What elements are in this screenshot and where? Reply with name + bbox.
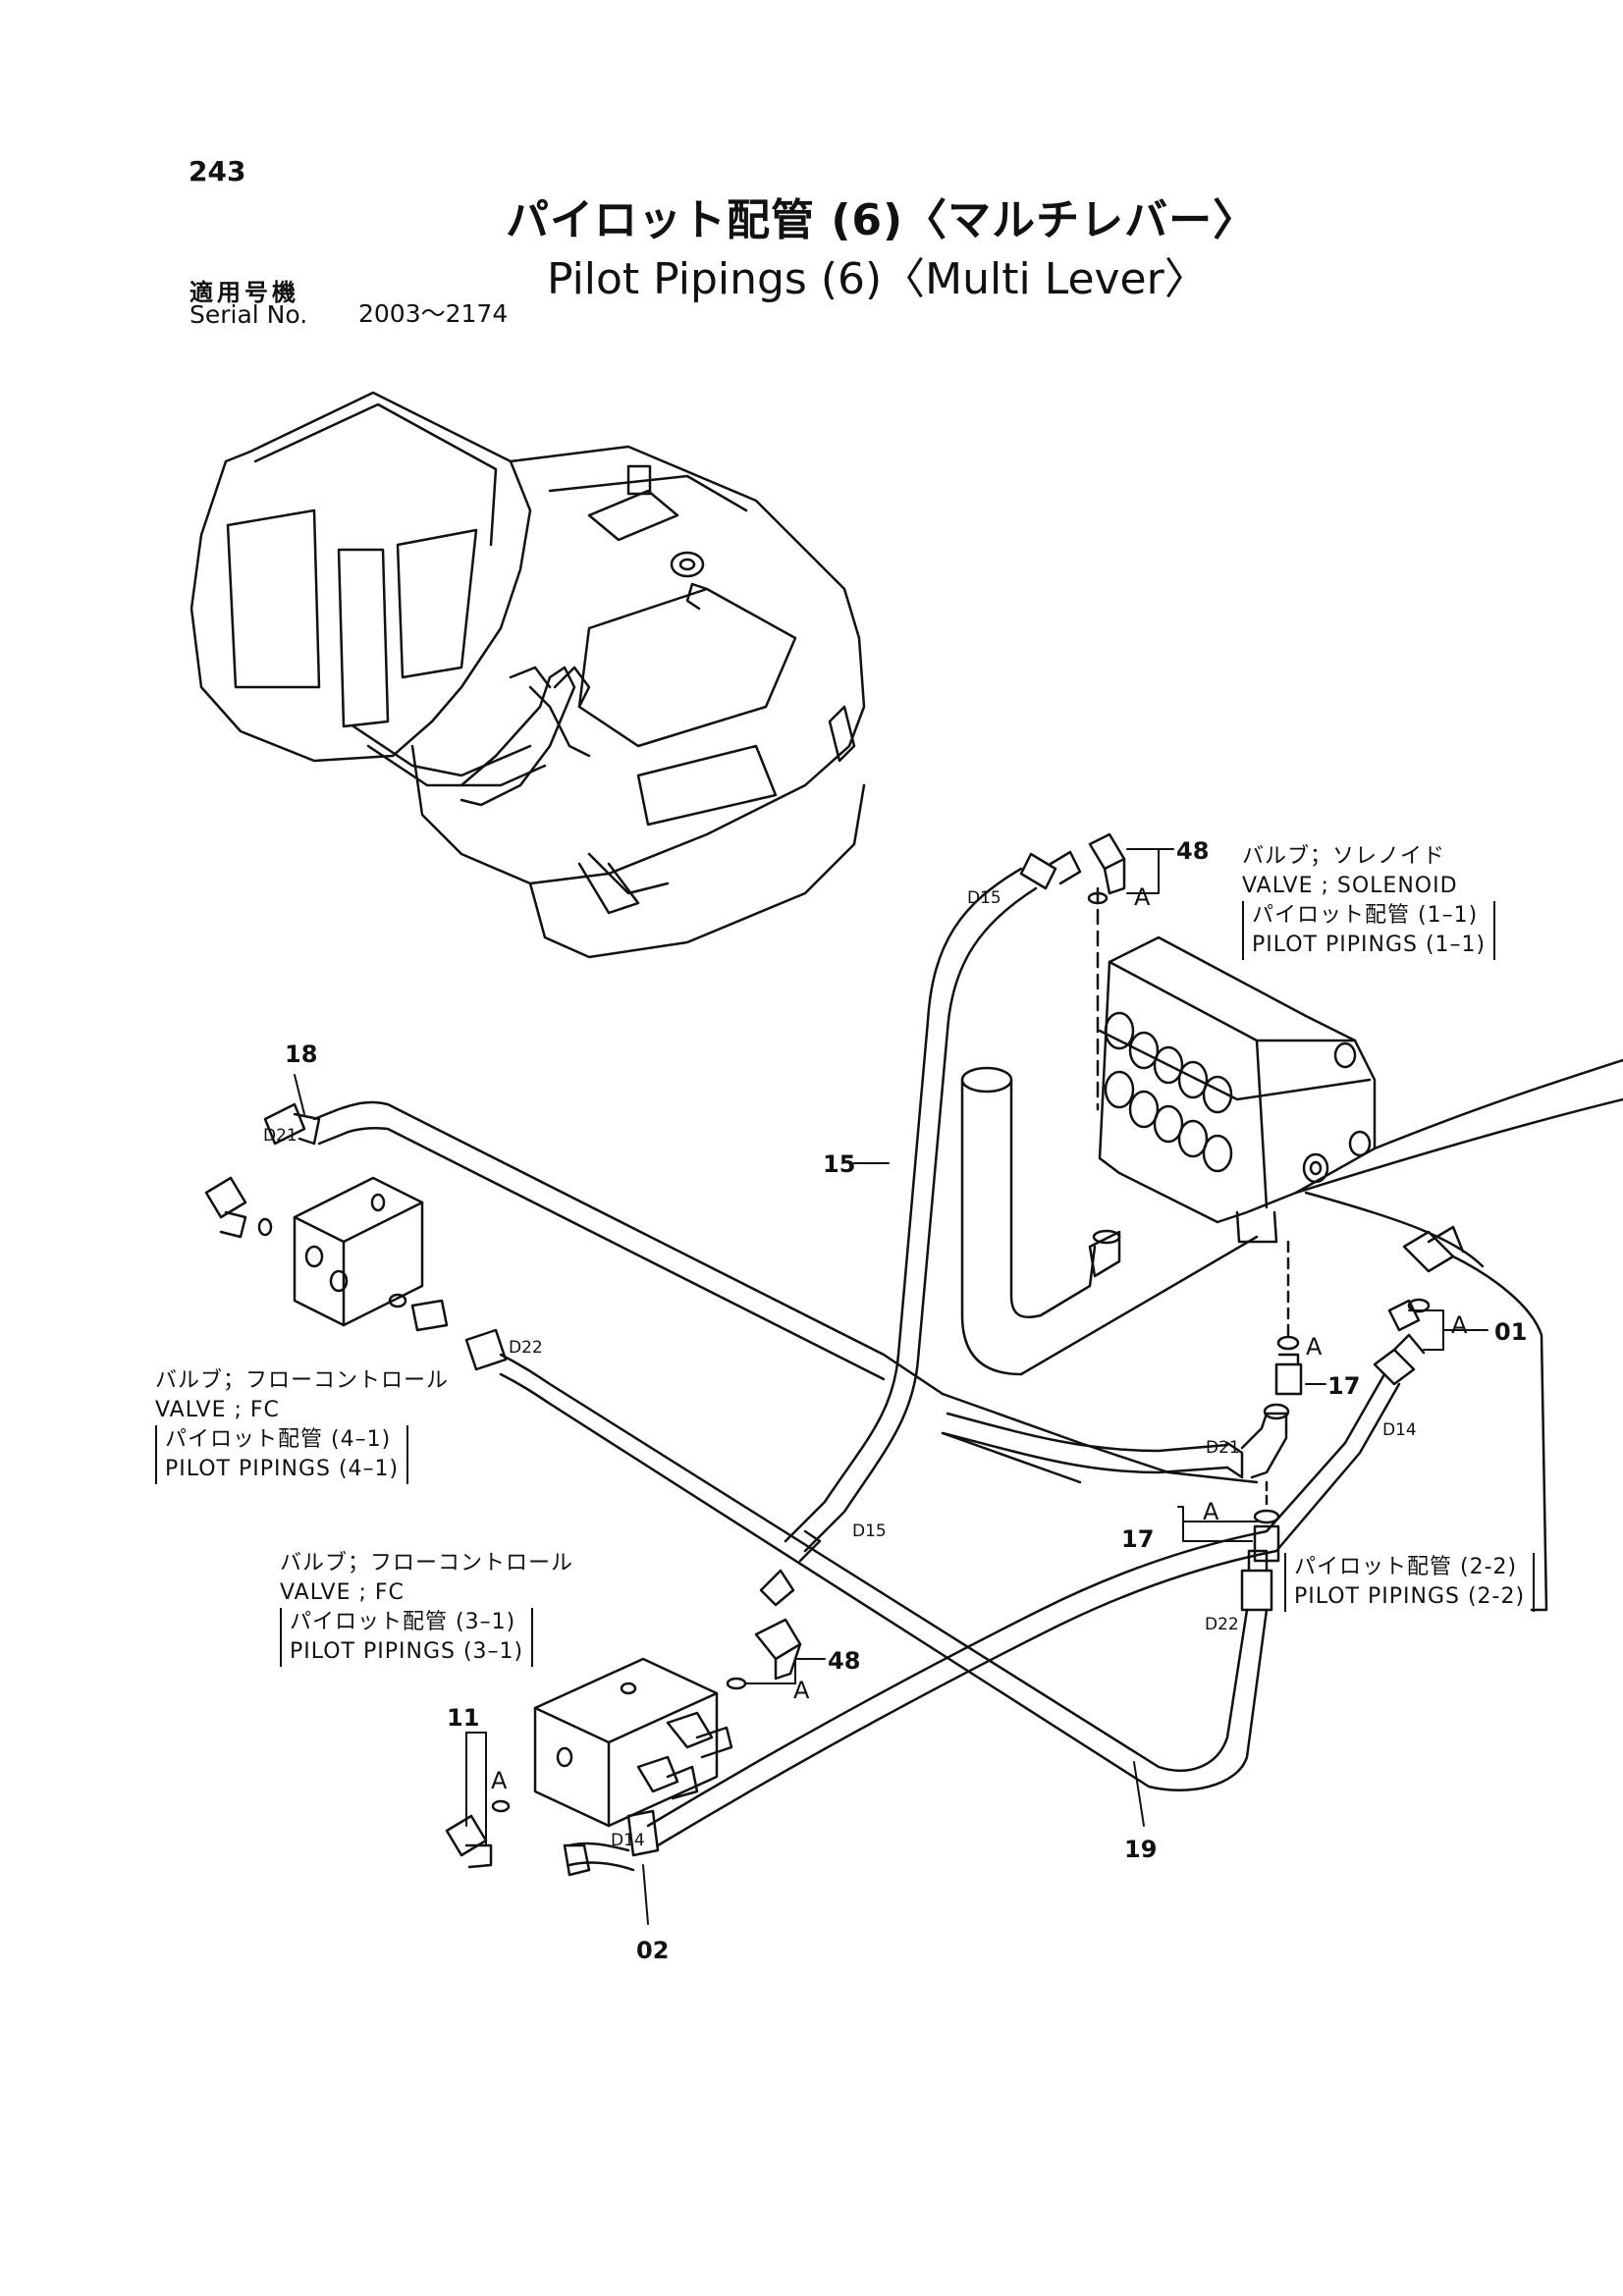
note-fc-lower-reference: パイロット配管 (3–1) PILOT PIPINGS (3–1) — [280, 1608, 534, 1667]
note-fc-upper-jp: バルブ；フローコントロール — [155, 1368, 450, 1393]
note-fc-lower-ref-jp: パイロット配管 (3–1) — [290, 1610, 516, 1634]
note-fc-upper-ref-en: PILOT PIPINGS (4–1) — [165, 1457, 400, 1481]
callout-leaders — [294, 848, 1488, 1925]
hose-code-d22-right: D22 — [1205, 1615, 1239, 1634]
page-title-japanese: パイロット配管 (6)〈マルチレバー〉 — [506, 195, 1258, 245]
serial-label-english: Serial No. — [189, 300, 308, 329]
note-solenoid-valve: バルブ；ソレノイド VALVE ; SOLENOID パイロット配管 (1–1)… — [1242, 842, 1496, 960]
note-pp22-ref-jp: パイロット配管 (2-2) — [1294, 1555, 1518, 1579]
note-fc-upper-reference: パイロット配管 (4–1) PILOT PIPINGS (4–1) — [155, 1425, 409, 1484]
hose-code-d14-bottom: D14 — [611, 1831, 645, 1850]
excavator-overview-drawing — [189, 391, 866, 959]
hose-code-d15-mid: D15 — [852, 1522, 887, 1541]
note-fc-valve-upper: バルブ；フローコントロール VALVE ; FC パイロット配管 (4–1) P… — [155, 1366, 449, 1484]
callout-02: 02 — [636, 1937, 669, 1964]
note-pp22-reference: パイロット配管 (2-2) PILOT PIPINGS (2-2) — [1284, 1553, 1536, 1612]
callout-15: 15 — [823, 1150, 855, 1178]
callout-numbers: 48 18 15 01 17 17 48 19 11 02 — [285, 837, 1527, 1964]
serial-range: 2003～2174 — [358, 299, 509, 328]
note-fc-upper-en: VALVE ; FC — [155, 1398, 280, 1422]
callout-17-left: 17 — [1121, 1525, 1154, 1553]
note-solenoid-reference: パイロット配管 (1–1) PILOT PIPINGS (1–1) — [1242, 901, 1496, 960]
fc-valve-block-upper — [204, 1176, 449, 1332]
a-mark-01: A — [1451, 1311, 1468, 1339]
note-solenoid-ref-en: PILOT PIPINGS (1–1) — [1252, 933, 1487, 957]
frame-outline — [941, 1058, 1623, 1484]
callout-17-right: 17 — [1327, 1372, 1360, 1400]
hose-code-d15-top: D15 — [967, 888, 1001, 908]
page-number: 243 — [189, 155, 246, 187]
o-ring-marks: A A A A A A — [491, 883, 1468, 1794]
note-fc-lower-en: VALVE ; FC — [280, 1580, 405, 1605]
hose-codes: D15 D15 D21 D21 D22 D22 D14 D14 — [263, 888, 1417, 1850]
hose-15 — [759, 850, 1082, 1607]
callout-48-bottom: 48 — [828, 1647, 860, 1675]
note-solenoid-jp: バルブ；ソレノイド — [1242, 844, 1446, 869]
fitting-17 — [1253, 1240, 1303, 1563]
note-pilot-pipings-2-2: パイロット配管 (2-2) PILOT PIPINGS (2-2) — [1284, 1553, 1536, 1612]
callout-18: 18 — [285, 1041, 317, 1068]
callout-19: 19 — [1124, 1836, 1157, 1863]
callout-48-top: 48 — [1176, 837, 1209, 865]
drain-pipe-loop — [960, 1066, 1259, 1376]
hose-code-d21-right: D21 — [1206, 1438, 1240, 1458]
callout-01: 01 — [1494, 1318, 1527, 1346]
hose-19 — [464, 1328, 1273, 1791]
a-mark-48-top: A — [1134, 883, 1151, 911]
a-mark-17-right: A — [1306, 1333, 1323, 1361]
hose-code-d21-left: D21 — [263, 1126, 298, 1146]
callout-11: 11 — [447, 1704, 479, 1732]
note-fc-upper-ref-jp: パイロット配管 (4–1) — [165, 1427, 392, 1452]
hose-code-d22-left: D22 — [509, 1338, 543, 1358]
hose-code-d14-right: D14 — [1382, 1420, 1417, 1440]
a-mark-17-left: A — [1203, 1498, 1219, 1525]
note-solenoid-ref-jp: パイロット配管 (1–1) — [1252, 903, 1479, 928]
elbow-48-top — [1087, 832, 1126, 1111]
solenoid-valve-block — [1098, 935, 1377, 1244]
note-fc-lower-jp: バルブ；フローコントロール — [280, 1551, 574, 1575]
note-solenoid-en: VALVE ; SOLENOID — [1242, 874, 1458, 898]
note-fc-valve-lower: バルブ；フローコントロール VALVE ; FC パイロット配管 (3–1) P… — [280, 1549, 573, 1667]
serial-label-japanese: 適用号機 — [189, 279, 299, 306]
a-mark-11: A — [491, 1767, 508, 1794]
hose-18 — [263, 1100, 1290, 1479]
note-pp22-ref-en: PILOT PIPINGS (2-2) — [1294, 1584, 1526, 1609]
a-mark-48-bottom: A — [793, 1677, 810, 1704]
page-title-english: Pilot Pipings (6)〈Multi Lever〉 — [547, 254, 1208, 304]
note-fc-lower-ref-en: PILOT PIPINGS (3–1) — [290, 1639, 524, 1664]
